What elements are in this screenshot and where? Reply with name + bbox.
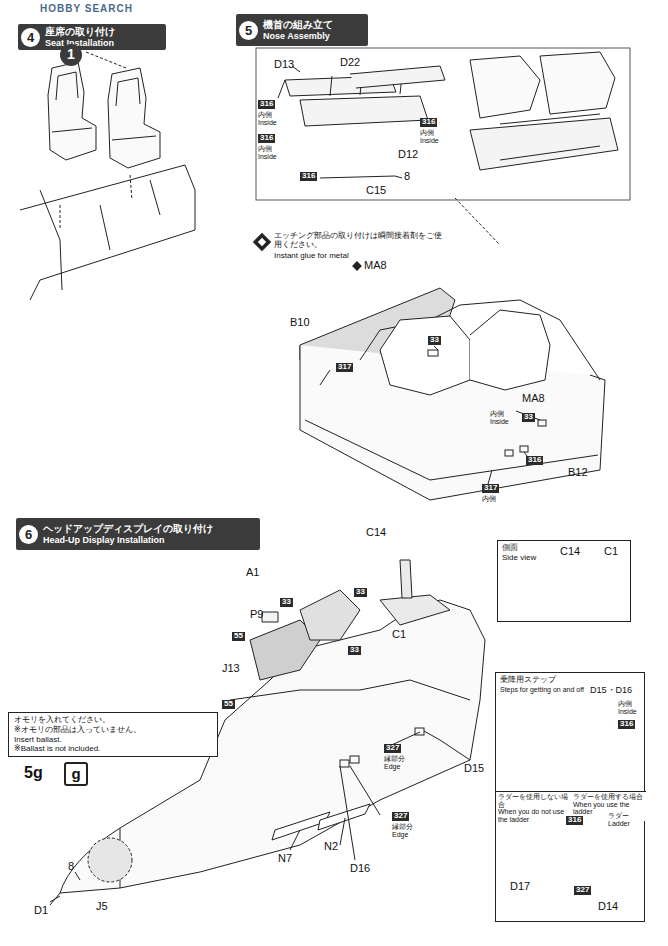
part-number: B12 — [568, 466, 588, 478]
step-header: 5 機首の組み立てNose Assembly — [236, 14, 368, 46]
part-number: D22 — [340, 56, 360, 68]
step-header: 4 座席の取り付けSeat Installation — [18, 24, 166, 50]
instruction-note: Instant glue for metal — [274, 252, 349, 261]
part-number: D14 — [598, 900, 618, 912]
step-number: 5 — [239, 21, 258, 40]
option-text: When you do not use the ladder — [498, 808, 569, 823]
part-number: D17 — [510, 880, 530, 892]
box-text: オモリを入れてください。 — [14, 716, 110, 725]
step-reference: 1 — [60, 44, 82, 66]
paint-code: 316 — [258, 100, 275, 109]
paint-code: 316 — [420, 118, 437, 127]
part-number: D1 — [34, 904, 48, 916]
box-text: ※Ballast is not included. — [14, 745, 100, 754]
paint-code: 317 — [482, 484, 499, 493]
part-number: D16 — [350, 862, 370, 874]
header-text: 機首の組み立てNose Assembly — [263, 19, 333, 41]
instruction-note: エッチング部品の取り付けは瞬間接着剤をご使用ください。 — [274, 232, 444, 250]
side-view-box: 側面Side view C14 C1 — [497, 540, 631, 622]
box-text: Insert ballast. — [14, 736, 62, 745]
watermark: HOBBY SEARCH — [40, 3, 133, 14]
paint-code: 317 — [336, 363, 353, 372]
position-note: 内側 Inside — [618, 700, 644, 715]
seat-drawing — [20, 52, 195, 300]
position-note: 縁部分 Edge — [384, 755, 410, 770]
position-note: 縁部分 Edge — [392, 823, 418, 838]
part-number: 8 — [68, 860, 74, 872]
part-number: D12 — [398, 148, 418, 160]
part-number: C15 — [366, 184, 386, 196]
position-note: ラダー Ladder — [608, 812, 634, 827]
detail-frame — [256, 48, 630, 200]
box-text: Side view — [502, 554, 536, 563]
step-number: 4 — [21, 28, 40, 47]
paint-code: 33 — [348, 646, 361, 655]
part-number: D13 — [274, 58, 294, 70]
box-text: C14 — [560, 545, 580, 557]
paint-code: 55 — [222, 700, 235, 709]
part-number: D15・D16 — [590, 686, 632, 696]
paint-code: 316 — [618, 720, 635, 729]
position-note: 内側 — [482, 495, 508, 503]
part-number: P9 — [250, 608, 263, 620]
paint-code: 316 — [300, 172, 317, 181]
paint-code: 316 — [566, 816, 583, 825]
part-number: J13 — [222, 662, 240, 674]
part-number: C14 — [366, 526, 386, 538]
paint-code: 33 — [354, 588, 367, 597]
position-note: 内側 Inside — [258, 111, 284, 126]
option-text: ラダーを使用する場合 — [573, 793, 644, 801]
position-note: 内側 Inside — [420, 129, 446, 144]
paint-code: 33 — [280, 598, 293, 607]
fuselage-halves-drawing — [300, 288, 605, 500]
paint-code: 33 — [522, 413, 535, 422]
option-heading: ラダーを使用しない場合When you do not use the ladde… — [496, 791, 571, 825]
position-note: 内側 Inside — [258, 145, 284, 160]
part-number: MA8 — [364, 259, 387, 271]
header-title: 機首の組み立て — [263, 19, 333, 31]
part-number: MA8 — [522, 392, 545, 404]
box-text: Steps for getting on and off — [500, 686, 584, 694]
part-number: 8 — [404, 170, 410, 182]
nose-parts-drawing — [278, 52, 618, 245]
part-number: D15 — [464, 762, 484, 774]
paint-code: 33 — [428, 336, 441, 345]
ballast-note-box: オモリを入れてください。※オモリの部品は入っていません。Insert balla… — [8, 712, 218, 757]
part-number: B10 — [290, 316, 310, 328]
weight-icon: g — [64, 762, 88, 786]
paint-code: 316 — [526, 456, 543, 465]
box-text: C1 — [604, 545, 618, 557]
header-text: 座席の取り付けSeat Installation — [45, 26, 115, 48]
paint-code: 327 — [392, 812, 409, 821]
part-number: C1 — [392, 628, 406, 640]
box-text: 側面 — [502, 544, 518, 553]
paint-code: 316 — [258, 134, 275, 143]
box-text: 乗降用ステップ — [500, 676, 556, 685]
paint-code: 327 — [384, 744, 401, 753]
box-text: ※オモリの部品は入っていません。 — [14, 726, 141, 735]
part-number: N7 — [278, 852, 292, 864]
header-text: ヘッドアップディスプレイの取り付けHead-Up Display Install… — [43, 523, 213, 545]
header-title: 座席の取り付け — [45, 26, 115, 38]
weight-value: 5g — [24, 764, 43, 782]
step-header: 6 ヘッドアップディスプレイの取り付けHead-Up Display Instal… — [16, 518, 260, 550]
part-number: N2 — [324, 840, 338, 852]
header-title: ヘッドアップディスプレイの取り付け — [43, 523, 213, 535]
paint-code: 55 — [232, 632, 245, 641]
part-number: J5 — [96, 900, 108, 912]
step-number: 6 — [19, 525, 38, 544]
option-text: ラダーを使用しない場合 — [498, 793, 569, 808]
header-subtitle: Head-Up Display Installation — [43, 535, 213, 545]
part-number: A1 — [246, 566, 259, 578]
header-subtitle: Nose Assembly — [263, 31, 333, 41]
position-note: 内側 Inside — [490, 410, 516, 425]
header-subtitle: Seat Installation — [45, 38, 115, 48]
paint-code: 327 — [574, 886, 591, 895]
